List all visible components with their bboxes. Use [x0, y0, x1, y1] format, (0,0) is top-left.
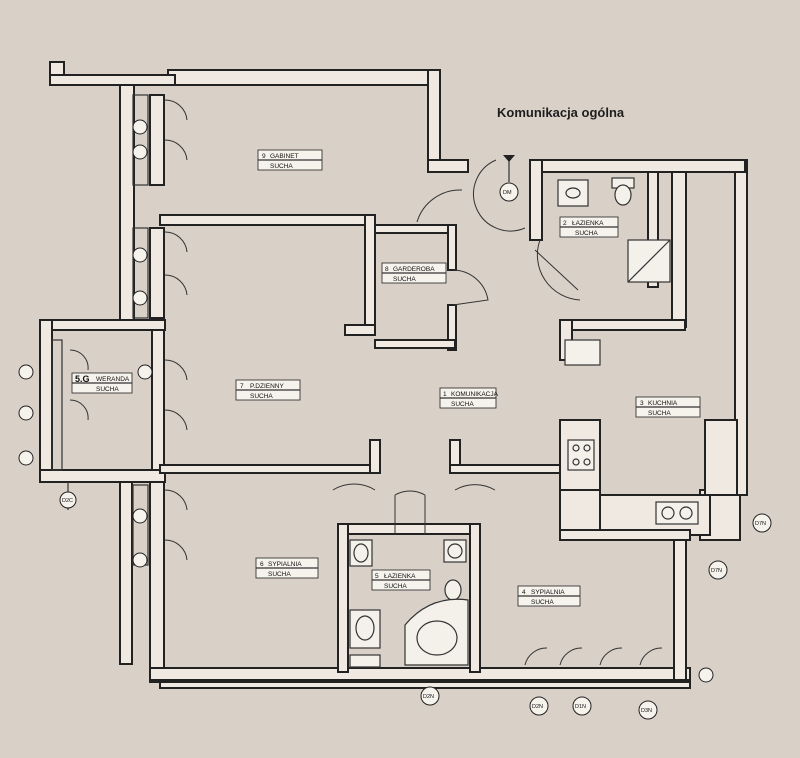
svg-text:SYPIALNIA: SYPIALNIA [531, 589, 565, 596]
svg-text:D2C: D2C [62, 498, 73, 504]
svg-text:D1N: D1N [575, 704, 586, 710]
svg-text:SUCHA: SUCHA [268, 571, 291, 578]
svg-text:SUCHA: SUCHA [270, 163, 293, 170]
svg-text:KUCHNIA: KUCHNIA [648, 400, 678, 407]
svg-text:DM: DM [503, 190, 512, 196]
tag-dm: DM [499, 155, 519, 202]
room-label-weranda: 5.G WERANDA SUCHA [71, 372, 133, 394]
svg-text:2: 2 [563, 220, 567, 227]
tag-d3n: D3N [638, 700, 658, 720]
svg-text:SUCHA: SUCHA [250, 393, 273, 400]
tag-d2n: D2N [529, 696, 549, 716]
room-label-sypialnia4: 4 SYPIALNIA SUCHA [517, 585, 581, 607]
svg-text:D3N: D3N [641, 708, 652, 714]
interior-walls [159, 171, 738, 673]
toilet-icon [444, 579, 462, 601]
svg-text:6: 6 [260, 561, 264, 568]
svg-text:SUCHA: SUCHA [531, 599, 554, 606]
svg-text:8: 8 [385, 266, 389, 273]
room-label-kuchnia: 3 KUCHNIA SUCHA [635, 396, 701, 418]
svg-text:SUCHA: SUCHA [393, 276, 416, 283]
tag-d1n: D1N [572, 696, 592, 716]
room-label-garderoba: 8 GARDEROBA SUCHA [381, 262, 447, 284]
svg-text:SUCHA: SUCHA [575, 230, 598, 237]
svg-text:SUCHA: SUCHA [648, 410, 671, 417]
doors [69, 99, 663, 666]
room-label-komunikacja: 1 KOMUNIKACJA SUCHA [439, 387, 499, 409]
svg-text:D7N: D7N [755, 521, 766, 527]
svg-text:D2N: D2N [423, 694, 434, 700]
tag-d7n-right: D7N [752, 513, 772, 533]
room-label-pdzienny: 7 P.DZIENNY SUCHA [235, 379, 301, 401]
svg-text:D7N: D7N [711, 568, 722, 574]
svg-text:ŁAZIENKA: ŁAZIENKA [384, 573, 416, 580]
svg-text:SYPIALNIA: SYPIALNIA [268, 561, 302, 568]
svg-text:GABINET: GABINET [270, 153, 299, 160]
window-markers [18, 119, 714, 683]
svg-text:1: 1 [443, 391, 447, 398]
svg-text:ŁAZIENKA: ŁAZIENKA [572, 220, 604, 227]
room-label-lazienka2: 2 ŁAZIENKA SUCHA [559, 216, 619, 238]
svg-text:7: 7 [240, 383, 244, 390]
svg-text:SUCHA: SUCHA [451, 401, 474, 408]
svg-text:5: 5 [375, 573, 379, 580]
svg-text:SUCHA: SUCHA [96, 386, 119, 393]
svg-text:D2N: D2N [532, 704, 543, 710]
room-label-sypialnia6: 6 SYPIALNIA SUCHA [255, 557, 319, 579]
svg-text:GARDEROBA: GARDEROBA [393, 266, 435, 273]
plan-heading: Komunikacja ogólna [497, 105, 625, 120]
tag-d2c: D2C [59, 482, 77, 510]
stove-icon [567, 439, 595, 471]
windows-left [51, 94, 149, 566]
tag-d2n-bottom: D2N [420, 686, 440, 706]
svg-text:P.DZIENNY: P.DZIENNY [250, 383, 284, 390]
room-label-lazienka5: 5 ŁAZIENKA SUCHA [371, 569, 431, 591]
svg-text:9: 9 [262, 153, 266, 160]
svg-text:SUCHA: SUCHA [384, 583, 407, 590]
room-label-gabinet: 9 GABINET SUCHA [257, 149, 323, 171]
fixtures [349, 177, 699, 668]
svg-text:5.G: 5.G [75, 374, 90, 384]
tag-d7n-kitchen: D7N [708, 560, 728, 580]
svg-text:4: 4 [522, 589, 526, 596]
svg-text:KOMUNIKACJA: KOMUNIKACJA [451, 391, 499, 398]
svg-text:WERANDA: WERANDA [96, 376, 130, 383]
svg-text:3: 3 [640, 400, 644, 407]
